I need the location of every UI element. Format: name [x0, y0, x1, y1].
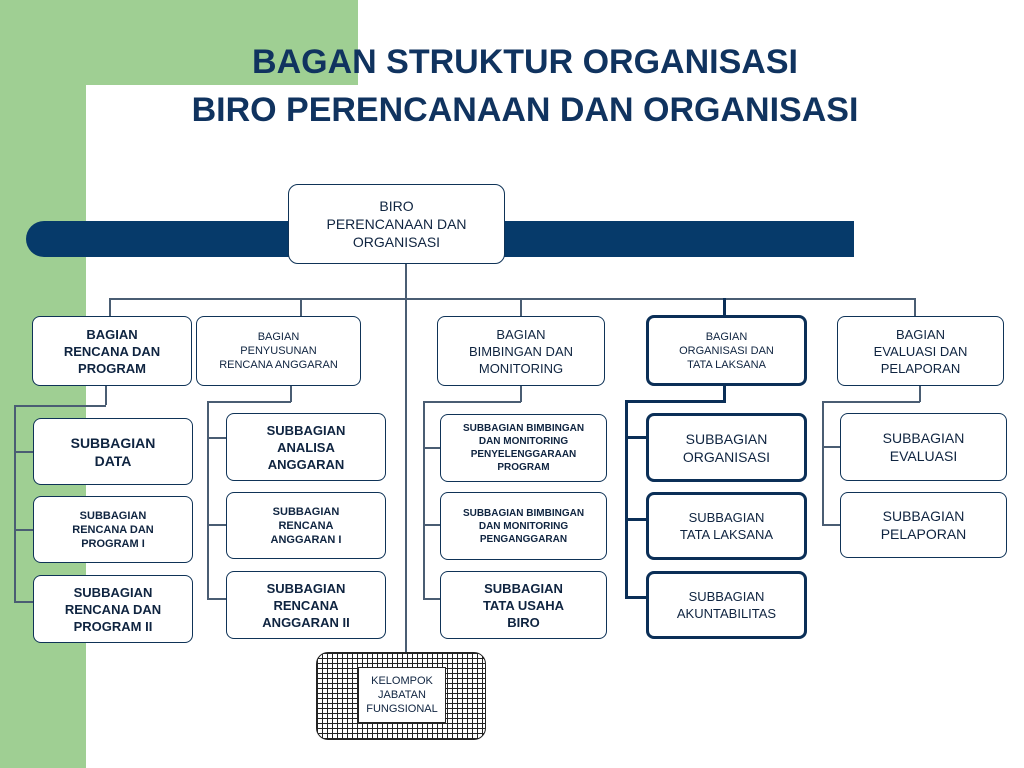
subbagian-label: SUBBAGIAN EVALUASI — [882, 430, 965, 464]
tree4-top — [625, 400, 726, 403]
subbagian-label: SUBBAGIAN ANALISA ANGGARAN — [266, 422, 346, 472]
tree4-branch — [625, 596, 647, 599]
subbagian-box-rencana-program-2: SUBBAGIAN RENCANA DAN PROGRAM II — [33, 575, 193, 643]
tree3-top — [423, 401, 521, 403]
page-title: BAGAN STRUKTUR ORGANISASI — [0, 42, 1024, 82]
tree3-branch — [423, 447, 441, 449]
tree1-top — [14, 405, 106, 407]
tree2-vertical — [207, 401, 209, 599]
kelompok-jabatan-box: KELOMPOK JABATAN FUNGSIONAL — [358, 667, 446, 723]
tree3-drop — [520, 385, 522, 402]
tree4-drop — [723, 385, 726, 402]
tree5-drop — [919, 385, 921, 402]
bagian-label: BAGIAN PENYUSUNAN RENCANA ANGGARAN — [219, 331, 338, 371]
tree2-branch — [207, 524, 227, 526]
subbagian-label: SUBBAGIAN RENCANA DAN PROGRAM II — [64, 584, 162, 634]
connector-drop-4 — [723, 298, 726, 316]
tree3-branch — [423, 598, 441, 600]
bagian-box-penyusunan-anggaran: BAGIAN PENYUSUNAN RENCANA ANGGARAN — [196, 316, 361, 386]
connector-drop-3 — [520, 298, 522, 316]
tree4-vertical — [625, 400, 628, 598]
bagian-box-evaluasi-pelaporan: BAGIAN EVALUASI DAN PELAPORAN — [837, 316, 1004, 386]
subbagian-label: SUBBAGIAN DATA — [70, 434, 156, 469]
subbagian-box-bimbingan-penganggaran: SUBBAGIAN BIMBINGAN DAN MONITORING PENGA… — [440, 492, 607, 560]
connector-drop-1 — [109, 298, 111, 316]
tree5-vertical — [822, 401, 824, 525]
subbagian-box-rencana-program-1: SUBBAGIAN RENCANA DAN PROGRAM I — [33, 496, 193, 563]
subbagian-box-organisasi: SUBBAGIAN ORGANISASI — [646, 413, 807, 482]
subbagian-label: SUBBAGIAN RENCANA ANGGARAN I — [270, 505, 342, 546]
tree4-branch — [625, 436, 647, 439]
bagian-box-rencana-program: BAGIAN RENCANA DAN PROGRAM — [32, 316, 192, 386]
biro-box: BIRO PERENCANAAN DAN ORGANISASI — [288, 184, 505, 264]
subbagian-label: SUBBAGIAN TATA USAHA BIRO — [482, 580, 565, 630]
bagian-box-bimbingan-monitoring: BAGIAN BIMBINGAN DAN MONITORING — [437, 316, 605, 386]
bagian-box-organisasi-tatalaksana: BAGIAN ORGANISASI DAN TATA LAKSANA — [646, 315, 807, 386]
tree4-branch — [625, 518, 647, 521]
tree5-branch — [822, 446, 840, 448]
subbagian-box-rencana-anggaran-2: SUBBAGIAN RENCANA ANGGARAN II — [226, 571, 386, 639]
green-top-bar — [86, 0, 358, 85]
subbagian-box-rencana-anggaran-1: SUBBAGIAN RENCANA ANGGARAN I — [226, 492, 386, 559]
subbagian-label: SUBBAGIAN ORGANISASI — [682, 430, 771, 465]
subbagian-label: SUBBAGIAN PELAPORAN — [880, 508, 967, 542]
subbagian-box-bimbingan-program: SUBBAGIAN BIMBINGAN DAN MONITORING PENYE… — [440, 414, 607, 482]
tree1-branch — [14, 529, 34, 531]
bagian-label: BAGIAN EVALUASI DAN PELAPORAN — [873, 326, 968, 376]
biro-label: BIRO PERENCANAAN DAN ORGANISASI — [326, 198, 467, 250]
bagian-label: BAGIAN ORGANISASI DAN TATA LAKSANA — [679, 330, 774, 371]
subbagian-box-akuntabilitas: SUBBAGIAN AKUNTABILITAS — [646, 571, 807, 639]
connector-horizontal — [109, 298, 915, 300]
subbagian-box-analisa-anggaran: SUBBAGIAN ANALISA ANGGARAN — [226, 413, 386, 481]
subbagian-label: SUBBAGIAN BIMBINGAN DAN MONITORING PENGA… — [462, 507, 585, 545]
subbagian-label: SUBBAGIAN BIMBINGAN DAN MONITORING PENYE… — [462, 423, 585, 473]
subbagian-box-tata-usaha-biro: SUBBAGIAN TATA USAHA BIRO — [440, 571, 607, 639]
connector-trunk — [405, 263, 407, 653]
bagian-label: BAGIAN RENCANA DAN PROGRAM — [63, 326, 161, 376]
tree1-vertical — [14, 405, 16, 602]
tree1-drop — [105, 385, 107, 405]
subbagian-box-data: SUBBAGIAN DATA — [33, 418, 193, 485]
tree3-vertical — [423, 401, 425, 599]
kelompok-label: KELOMPOK JABATAN FUNGSIONAL — [366, 675, 438, 715]
subbagian-label: SUBBAGIAN TATA LAKSANA — [679, 510, 774, 542]
connector-drop-5 — [914, 298, 916, 316]
tree5-branch — [822, 524, 840, 526]
subbagian-box-evaluasi: SUBBAGIAN EVALUASI — [840, 413, 1007, 481]
tree1-branch — [14, 451, 34, 453]
bagian-label: BAGIAN BIMBINGAN DAN MONITORING — [468, 326, 573, 376]
tree2-drop — [290, 385, 292, 402]
title-rest: STRUKTUR ORGANISASI — [376, 43, 798, 81]
tree2-branch — [207, 598, 227, 600]
subbagian-label: SUBBAGIAN RENCANA ANGGARAN II — [262, 580, 350, 630]
tree2-branch — [207, 437, 227, 439]
tree5-top — [822, 401, 920, 403]
tree3-branch — [423, 524, 441, 526]
subbagian-box-pelaporan: SUBBAGIAN PELAPORAN — [840, 492, 1007, 558]
tree1-branch — [14, 601, 34, 603]
title-highlight: BAGAN — [252, 43, 377, 81]
connector-drop-2 — [300, 298, 302, 316]
page-subtitle: BIRO PERENCANAAN DAN ORGANISASI — [191, 91, 859, 129]
subbagian-label: SUBBAGIAN AKUNTABILITAS — [676, 589, 777, 621]
tree2-top — [207, 401, 291, 403]
subbagian-box-tata-laksana: SUBBAGIAN TATA LAKSANA — [646, 492, 807, 560]
subbagian-label: SUBBAGIAN RENCANA DAN PROGRAM I — [72, 509, 154, 550]
